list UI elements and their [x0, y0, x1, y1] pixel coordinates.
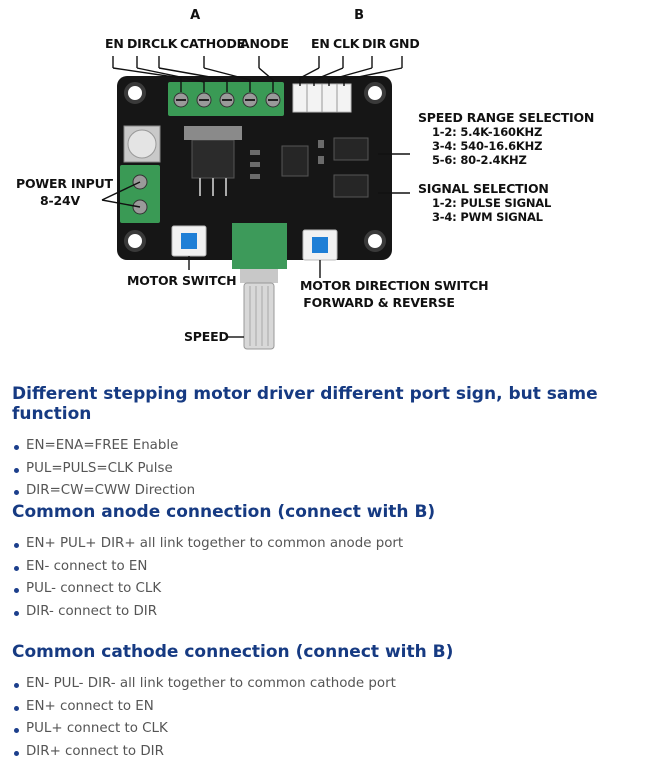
motor-switch-label: MOTOR SWITCH [127, 273, 237, 288]
pin-b-gnd: GND [389, 36, 420, 51]
port-sign-section: Different stepping motor driver differen… [12, 384, 652, 503]
list-item: PUL+ connect to CLK [12, 718, 652, 741]
driver-board-illustration [101, 56, 410, 350]
pin-a-clk: CLK [151, 36, 178, 51]
common-cathode-section: Common cathode connection (connect with … [12, 642, 652, 763]
signal-selection-title: SIGNAL SELECTION [418, 181, 549, 196]
port-sign-list: EN=ENA=FREE Enable PUL=PULS=CLK Pulse DI… [12, 435, 652, 503]
group-a-label: A [190, 8, 200, 23]
list-item: EN+ PUL+ DIR+ all link together to commo… [12, 533, 652, 556]
speed-range-line-1: 1-2: 5.4K-160KHZ [432, 125, 543, 139]
product-diagram: A B EN DIR CLK CATHODE ANODE EN CLK DIR … [0, 0, 659, 372]
power-input-label: POWER INPUT [16, 176, 113, 191]
common-anode-heading: Common anode connection (connect with B) [12, 502, 436, 522]
pin-a-anode: ANODE [240, 36, 289, 51]
power-voltage-label: 8-24V [40, 193, 80, 208]
direction-switch-sublabel: FORWARD & REVERSE [303, 295, 455, 310]
pin-a-cathode: CATHODE [180, 36, 246, 51]
list-item: EN- PUL- DIR- all link together to commo… [12, 673, 652, 696]
list-item: EN+ connect to EN [12, 696, 652, 719]
list-item: PUL- connect to CLK [12, 578, 652, 601]
common-anode-list: EN+ PUL+ DIR+ all link together to commo… [12, 533, 652, 623]
pin-a-dir: DIR [127, 36, 152, 51]
common-cathode-heading: Common cathode connection (connect with … [12, 642, 454, 662]
signal-line-2: 3-4: PWM SIGNAL [432, 210, 543, 224]
circuit-board [117, 76, 392, 260]
list-item: PUL=PULS=CLK Pulse [12, 458, 652, 481]
common-cathode-list: EN- PUL- DIR- all link together to commo… [12, 673, 652, 763]
list-item: DIR+ connect to DIR [12, 741, 652, 764]
speed-potentiometer [232, 223, 287, 269]
common-anode-section: Common anode connection (connect with B)… [12, 502, 652, 623]
pin-b-en: EN [311, 36, 330, 51]
regulator-chip [191, 139, 235, 179]
callout-lines [101, 56, 410, 338]
list-item: EN- connect to EN [12, 556, 652, 579]
list-item: DIR=CW=CWW Direction [12, 480, 652, 503]
list-item: EN=ENA=FREE Enable [12, 435, 652, 458]
direction-switch-label: MOTOR DIRECTION SWITCH [300, 278, 489, 293]
port-sign-heading: Different stepping motor driver differen… [12, 384, 598, 424]
pin-a-en: EN [105, 36, 124, 51]
group-b-label: B [354, 8, 364, 23]
signal-line-1: 1-2: PULSE SIGNAL [432, 196, 552, 210]
pin-b-clk: CLK [333, 36, 360, 51]
power-terminal [120, 165, 160, 223]
speed-range-title: SPEED RANGE SELECTION [418, 110, 595, 125]
speed-range-line-3: 5-6: 80-2.4KHZ [432, 153, 527, 167]
mounting-holes [124, 82, 386, 252]
pin-b-dir: DIR [362, 36, 387, 51]
list-item: DIR- connect to DIR [12, 601, 652, 624]
speed-label: SPEED [184, 329, 229, 344]
speed-range-line-2: 3-4: 540-16.6KHZ [432, 139, 543, 153]
